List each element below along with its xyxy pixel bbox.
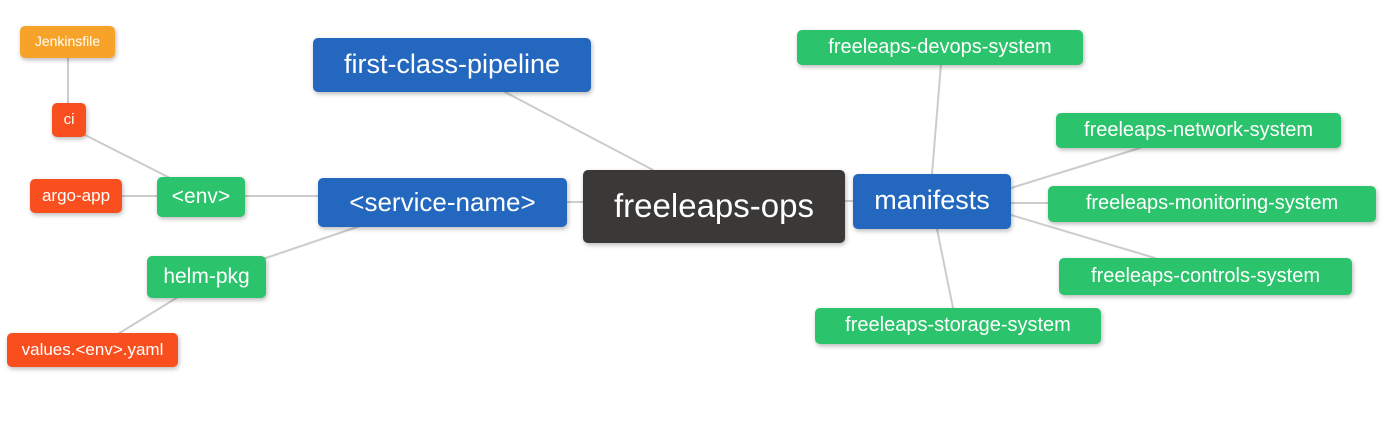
- edge-ci-env: [84, 134, 173, 180]
- edge-manifests-freeleaps-controls-system: [1010, 214, 1156, 259]
- edge-manifests-freeleaps-storage-system: [936, 228, 954, 309]
- node-label: Jenkinsfile: [34, 33, 101, 49]
- node-manifests[interactable]: manifests: [853, 174, 1011, 229]
- node-helm-pkg[interactable]: helm-pkg: [147, 256, 266, 298]
- node-label: <env>: [171, 184, 231, 208]
- edge-first-class-pipeline-freeleaps-ops: [504, 91, 654, 171]
- node-values-env-yaml[interactable]: values.<env>.yaml: [7, 333, 178, 367]
- node-label: freeleaps-devops-system: [828, 35, 1052, 58]
- node-label: first-class-pipeline: [343, 48, 561, 79]
- node-freeleaps-controls-system[interactable]: freeleaps-controls-system: [1059, 258, 1352, 295]
- node-env[interactable]: <env>: [157, 177, 245, 217]
- node-argo-app[interactable]: argo-app: [30, 179, 122, 213]
- node-label: freeleaps-network-system: [1084, 118, 1313, 141]
- edge-service-name-helm-pkg: [262, 224, 364, 260]
- node-freeleaps-storage-system[interactable]: freeleaps-storage-system: [815, 308, 1101, 344]
- node-label: freeleaps-controls-system: [1091, 264, 1320, 287]
- node-freeleaps-devops-system[interactable]: freeleaps-devops-system: [797, 30, 1083, 65]
- node-freeleaps-monitoring-system[interactable]: freeleaps-monitoring-system: [1048, 186, 1376, 222]
- node-label: argo-app: [41, 185, 111, 205]
- node-label: freeleaps-ops: [614, 187, 814, 224]
- node-label: <service-name>: [349, 186, 536, 217]
- node-label: manifests: [874, 185, 990, 215]
- node-label: freeleaps-monitoring-system: [1085, 192, 1339, 214]
- node-label: helm-pkg: [163, 264, 250, 288]
- node-label: freeleaps-storage-system: [845, 314, 1071, 336]
- node-label: values.<env>.yaml: [21, 339, 164, 359]
- node-freeleaps-network-system[interactable]: freeleaps-network-system: [1056, 113, 1341, 148]
- edge-manifests-freeleaps-network-system: [1010, 147, 1141, 189]
- node-service-name[interactable]: <service-name>: [318, 178, 567, 227]
- edge-helm-pkg-values-env-yaml: [117, 296, 179, 335]
- node-jenkinsfile[interactable]: Jenkinsfile: [20, 26, 115, 58]
- node-freeleaps-ops[interactable]: freeleaps-ops: [583, 170, 845, 243]
- node-first-class-pipeline[interactable]: first-class-pipeline: [313, 38, 591, 92]
- node-ci[interactable]: ci: [52, 103, 86, 137]
- node-label: ci: [63, 110, 75, 128]
- edge-manifests-freeleaps-devops-system: [931, 63, 942, 175]
